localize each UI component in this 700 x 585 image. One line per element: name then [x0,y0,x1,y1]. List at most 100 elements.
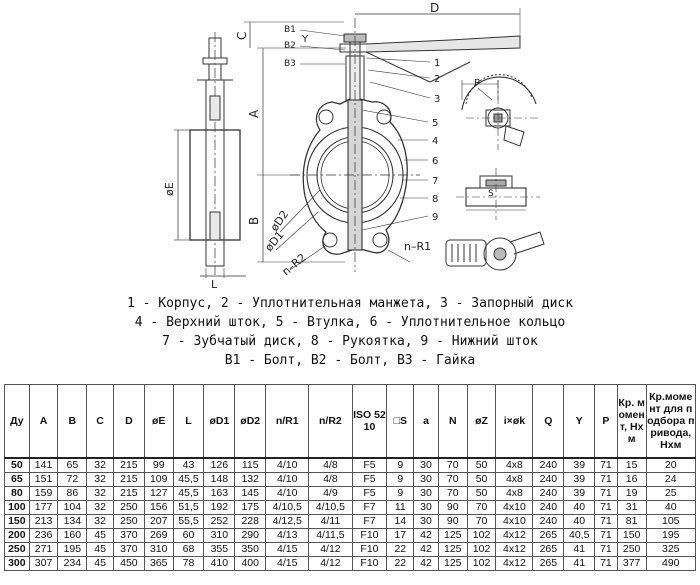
table-cell: 32 [86,486,114,501]
table-cell: 240 [532,457,565,473]
table-cell: 24 [645,472,697,487]
row-header-du: 65 [4,472,30,487]
table-cell: 151 [28,472,59,487]
dim-label-a: A [247,109,261,118]
table-cell: 9 [386,457,415,473]
row-header-du: 300 [4,556,30,571]
column-header: øD2 [234,384,267,459]
table-cell: 9 [386,486,415,501]
table-cell: 410 [203,556,236,571]
table-cell: F10 [351,542,388,557]
table-cell: 71 [594,542,618,557]
table-cell: 70 [466,500,497,515]
table-cell: 72 [57,472,88,487]
table-cell: 490 [645,556,697,571]
table-cell: 30 [413,472,439,487]
table-cell: 4/10,5 [265,500,310,515]
table-cell: 213 [28,514,59,529]
table-cell: 109 [143,472,174,487]
parts-legend: 1 - Корпус, 2 - Уплотнительная манжета, … [0,294,700,370]
legend-line: 1 - Корпус, 2 - Уплотнительная манжета, … [126,296,574,311]
table-cell: 141 [28,457,59,473]
column-header: ISO 5210 [351,384,388,459]
table-cell: 4x8 [495,457,534,473]
table-cell: 45 [86,556,114,571]
dim-label-d2: øD2 [268,208,291,234]
table-cell: 40 [563,514,596,529]
table-cell: 102 [466,556,497,571]
table-cell: 4x10 [495,514,534,529]
table-cell: 4/10 [265,457,310,473]
table-cell: 234 [57,556,88,571]
column-header: C [86,384,114,459]
column-header: Кр.момент для подбора привода, Нхм [645,384,697,459]
table-cell: 40,5 [563,528,596,543]
table-cell: 271 [28,542,59,557]
table-cell: 4x12 [495,542,534,557]
table-cell: 78 [172,556,205,571]
table-cell: 30 [413,457,439,473]
table-cell: 215 [112,472,145,487]
table-cell: 195 [645,528,697,543]
table-cell: 81 [616,514,647,529]
table-cell: 32 [86,472,114,487]
table-cell: 4/12,5 [265,514,310,529]
legend-line: 4 - Верхний шток, 5 - Втулка, 6 - Уплотн… [134,315,566,330]
table-cell: 250 [112,514,145,529]
table-cell: 307 [28,556,59,571]
column-header: N [437,384,468,459]
table-cell: 115 [234,457,267,473]
legend-line: B1 - Болт, B2 - Болт, B3 - Гайка [224,353,476,368]
column-header: Кр. момент, Нхм [616,384,647,459]
table-cell: 22 [386,556,415,571]
legend-line: 7 - Зубчатый диск, 8 - Рукоятка, 9 - Ниж… [162,334,538,349]
dim-label-d1: øD1 [262,229,286,254]
table-cell: 370 [112,528,145,543]
dim-label-nr1: n–R1 [404,240,431,253]
dim-label-y: Y [301,34,309,45]
table-cell: 4/9 [308,486,353,501]
table-cell: 4/15 [265,542,310,557]
table-cell: 14 [386,514,415,529]
table-cell: 215 [112,486,145,501]
row-header-du: 150 [4,514,30,529]
column-header: □S [386,384,415,459]
table-cell: 125 [437,556,468,571]
table-cell: 32 [86,500,114,515]
table-cell: 90 [437,500,468,515]
table-cell: 252 [203,514,236,529]
table-cell: 265 [532,556,565,571]
column-header: B [57,384,88,459]
table-cell: 4/10,5 [308,500,353,515]
table-cell: 250 [112,500,145,515]
table-cell: 50 [466,457,497,473]
table-cell: 22 [386,542,415,557]
table-cell: F5 [351,457,388,473]
dim-label-s: S [488,189,494,199]
table-cell: F7 [351,500,388,515]
table-cell: 40 [645,500,697,515]
table-cell: 4/10 [265,486,310,501]
table-cell: 4/10 [265,472,310,487]
column-header: øZ [466,384,497,459]
table-cell: 40 [563,500,596,515]
table-cell: 4x8 [495,472,534,487]
column-header: n/R2 [308,384,353,459]
table-cell: 192 [203,500,236,515]
part-number-5: 5 [432,118,438,129]
handle-detail-view [445,231,545,271]
table-cell: 16 [616,472,647,487]
part-number-2: 2 [434,74,440,85]
table-cell: 19 [616,486,647,501]
table-cell: 102 [466,528,497,543]
row-header-du: 100 [4,500,30,515]
dim-label-nr2: n–R2 [280,251,309,278]
table-cell: 102 [466,542,497,557]
technical-drawing: D C A B L øE øD2 øD1 n–R2 n–R1 Y B1 B2 B… [163,1,545,290]
table-cell: 39 [563,486,596,501]
table-cell: 31 [616,500,647,515]
table-cell: 250 [616,542,647,557]
